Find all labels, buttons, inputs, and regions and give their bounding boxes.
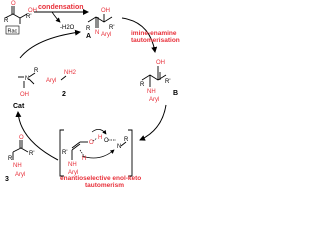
water-elimination-label: -H2O — [60, 25, 75, 31]
ts-o2-label: O — [104, 138, 109, 144]
oh-label: OH — [28, 8, 37, 14]
ts-h-label: H — [98, 135, 102, 141]
imine-a: OH N Aryl R R' A — [86, 8, 114, 40]
amine-compound-label: 2 — [62, 91, 66, 98]
enol-keto-label-2: tautomerism — [85, 182, 124, 189]
a-oh-label: OH — [101, 8, 110, 14]
p-compound-label: 3 — [5, 176, 9, 183]
b-compound-label: B — [173, 90, 178, 97]
ts-r-prime-label: R' — [62, 150, 67, 156]
a-aryl-label: Aryl — [101, 32, 111, 38]
tautomerisation-label-2: tautomerisation — [131, 37, 180, 44]
ts-n-label: N — [117, 144, 121, 150]
product-3: O R' R NH Aryl 3 — [5, 135, 34, 183]
r-label: R — [4, 18, 9, 24]
b-nh-label: NH — [147, 89, 156, 95]
racemic-hydroxyketone: R O OH R' Rac — [4, 1, 37, 35]
a-compound-label: A — [86, 33, 91, 40]
amine-aryl-label: Aryl — [46, 78, 56, 84]
b-aryl-label: Aryl — [149, 97, 159, 103]
ts-r-label: R — [124, 137, 129, 143]
tautomerisation-arrow — [121, 17, 158, 53]
tautomerisation-label-1: imine-enamine — [131, 30, 177, 37]
cat-label: Cat — [13, 103, 25, 110]
cat-oh-label: OH — [20, 92, 29, 98]
a-r-label: R — [86, 26, 91, 32]
a-n-label: N — [95, 30, 99, 36]
p-r-prime-label: R' — [29, 151, 34, 157]
enol-keto-label-1: enantioselective enol-keto — [60, 175, 141, 182]
p-nh-label: NH — [13, 163, 22, 169]
amine-nh2-label: NH2 — [64, 70, 77, 76]
cat-r-label: R — [34, 68, 39, 74]
condensation-label: condensation — [38, 4, 84, 11]
ts-h2-label: H — [82, 156, 86, 162]
o-label: O — [11, 1, 16, 7]
rac-label: Rac — [8, 29, 18, 35]
b-oh-label: OH — [156, 60, 165, 66]
catalyst-return-arrow — [15, 111, 59, 161]
p-aryl-label: Aryl — [15, 172, 25, 178]
p-o-label: O — [19, 135, 24, 141]
reaction-scheme: R O OH R' Rac condensation -H2O OH N Ary… — [0, 0, 191, 189]
entry-arrow — [19, 29, 81, 59]
scheme-svg: R O OH R' Rac condensation -H2O OH N Ary… — [4, 1, 180, 189]
cat-n-label: N — [25, 76, 29, 82]
a-r-prime-label: R' — [109, 25, 114, 31]
enamine-b: OH NH Aryl R R' B — [140, 60, 178, 103]
ts-o-label: O — [89, 140, 94, 146]
ts-aryl-label: Aryl — [68, 170, 78, 176]
enol-keto-arrow — [139, 104, 167, 141]
ts-nh-label: NH — [68, 162, 77, 168]
water-loss-arrow — [51, 11, 61, 23]
r-prime-label: R' — [26, 14, 31, 20]
aryl-amine-2: Aryl NH2 2 — [46, 70, 77, 98]
transition-state: O H O N R H NH Aryl R' — [59, 129, 133, 177]
catalyst: N R OH Cat — [13, 68, 39, 110]
b-r-label: R — [140, 82, 145, 88]
p-r-label: R — [8, 156, 13, 162]
b-r-prime-label: R' — [165, 79, 170, 85]
